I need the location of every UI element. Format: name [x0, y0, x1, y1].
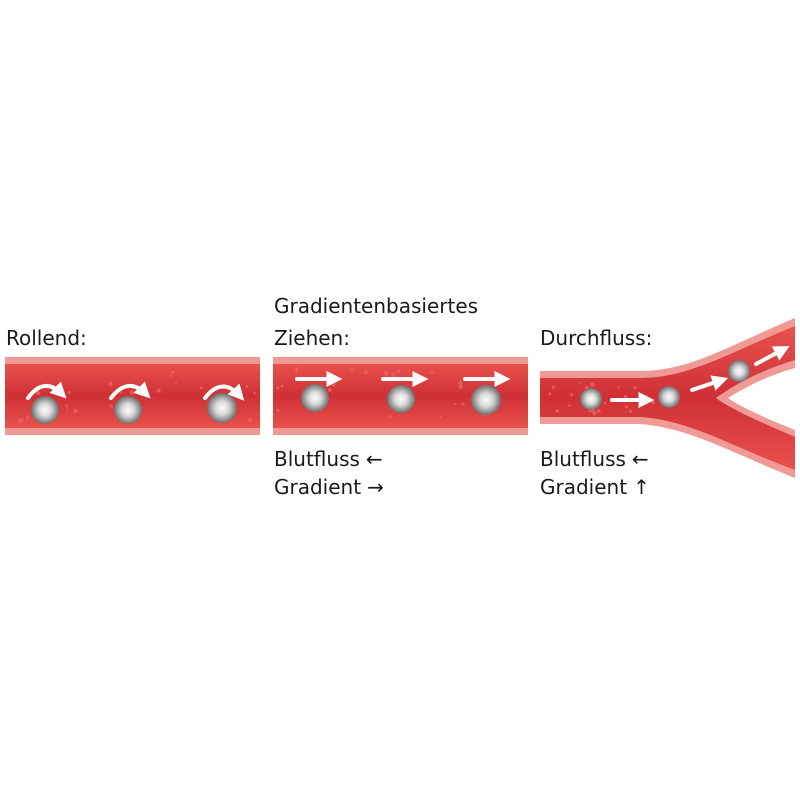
- blood-cell-dot: [119, 391, 122, 394]
- blood-cell-dot: [119, 372, 122, 374]
- blood-cell-dot: [129, 390, 134, 395]
- blood-cell-dot: [568, 404, 571, 408]
- blood-cell-dot: [388, 415, 392, 419]
- blood-cell-dot: [548, 392, 552, 396]
- curved-arrow-icon: [203, 383, 245, 401]
- legend-gradient-arrow: ↑: [633, 475, 650, 499]
- legend-gradient-row: Gradient↑: [540, 475, 650, 499]
- blood-cell-dot: [66, 408, 69, 411]
- blood-cell-dot: [331, 382, 336, 387]
- blood-cell-dot: [65, 404, 68, 407]
- blood-cell-dot: [454, 402, 457, 405]
- legend-gradient-row: Gradient→: [274, 475, 384, 499]
- curved-arrow-icon: [109, 381, 151, 400]
- legend-bloodflow-arrow: ←: [366, 447, 383, 471]
- blood-cell-dot: [294, 367, 299, 371]
- blood-cell-dot: [458, 384, 464, 390]
- blood-cell-dot: [617, 386, 620, 389]
- blood-cell-dot: [253, 391, 256, 395]
- blood-cell-dot: [391, 372, 396, 378]
- blood-cell-dot: [383, 370, 389, 376]
- blood-cell-dot: [499, 382, 501, 384]
- blood-cell-dot: [280, 384, 284, 388]
- particle: [207, 393, 237, 423]
- blood-cell-dot: [109, 404, 113, 408]
- panel-rolling: Rollend:: [5, 326, 260, 435]
- blood-cell-dot: [652, 402, 654, 405]
- blood-cell-dot: [170, 374, 173, 377]
- blood-cell-dot: [625, 405, 629, 409]
- legend-bloodflow-label: Blutfluss: [274, 447, 360, 471]
- legend-gradient-label: Gradient: [540, 475, 627, 499]
- legend-bloodflow-row: Blutfluss←: [540, 447, 649, 471]
- particle: [728, 360, 750, 382]
- blood-cell-dot: [597, 409, 601, 413]
- gradient-pull-title-line1: Gradientenbasiertes: [274, 294, 478, 318]
- legend-flow-through: Blutfluss← Gradient↑: [540, 447, 650, 499]
- blood-cell-dot: [35, 390, 41, 396]
- blood-cell-dot: [25, 415, 30, 419]
- blood-cell-dot: [245, 384, 249, 388]
- blood-cell-dot: [108, 381, 113, 386]
- blood-cell-dot: [633, 386, 637, 390]
- straight-arrows-flow-through: [610, 345, 790, 408]
- blood-cell-dot: [174, 382, 178, 385]
- blood-cell-dot: [396, 370, 400, 373]
- particle: [114, 396, 142, 424]
- blood-cell-dot: [170, 370, 174, 374]
- legend-gradient-arrow: →: [367, 475, 384, 499]
- blood-cell-dot: [628, 409, 633, 413]
- particle: [387, 385, 415, 413]
- blood-cell-dot: [590, 382, 595, 387]
- particle: [301, 384, 329, 412]
- blood-cell-dot: [199, 386, 203, 390]
- curved-arrow-icon: [26, 381, 67, 400]
- particles-flow-through: [580, 360, 750, 410]
- panel-gradient-pull: Gradientenbasiertes Ziehen: Blutfluss← G…: [273, 294, 528, 499]
- flow-through-title: Durchfluss:: [540, 326, 652, 350]
- blood-cell-dot: [276, 408, 280, 412]
- blood-cell-dot: [603, 401, 607, 405]
- blood-cell-dot: [623, 394, 628, 399]
- particle: [31, 396, 59, 424]
- blood-cell-dot: [430, 371, 434, 375]
- blood-cell-dot: [458, 380, 463, 386]
- legend-bloodflow-label: Blutfluss: [540, 447, 626, 471]
- blood-cell-dot: [439, 415, 443, 418]
- legend-bloodflow-row: Blutfluss←: [274, 447, 383, 471]
- arrow-up-right-icon: [754, 345, 790, 366]
- panel-flow-through: Durchfluss: Blutfluss← Gradient↑: [540, 318, 795, 499]
- blood-cell-dot: [555, 408, 560, 413]
- blood-cell-dot: [601, 391, 603, 393]
- legend-gradient-pull: Blutfluss← Gradient→: [274, 447, 384, 499]
- blood-cell-dot: [247, 417, 253, 423]
- blood-cell-dot: [350, 367, 354, 372]
- blood-cell-dot: [67, 391, 71, 395]
- particle: [471, 385, 501, 415]
- blood-cell-dot: [143, 385, 146, 388]
- legend-gradient-label: Gradient: [274, 475, 361, 499]
- legend-bloodflow-arrow: ←: [632, 447, 649, 471]
- gradient-pull-title-line2: Ziehen:: [274, 326, 350, 350]
- blood-cell-dot: [363, 370, 369, 375]
- blood-cell-dot: [461, 402, 465, 406]
- blood-cell-dot: [18, 418, 23, 423]
- blood-cell-dot: [276, 386, 280, 390]
- particles-gradient-pull: [301, 384, 501, 415]
- rolling-arrows: [26, 381, 245, 401]
- blood-cell-dot: [579, 382, 582, 384]
- blood-cells-gradient-pull: [276, 367, 501, 419]
- rolling-title: Rollend:: [6, 326, 87, 350]
- blood-cell-dot: [551, 385, 556, 389]
- blood-cell-dot: [295, 370, 298, 373]
- blood-cell-dot: [570, 393, 574, 397]
- particle: [658, 386, 680, 408]
- particle: [580, 388, 602, 410]
- blood-cell-dot: [156, 388, 161, 393]
- blood-cell-dot: [73, 408, 78, 414]
- blood-cell-dot: [26, 418, 30, 422]
- blood-cell-dot: [327, 388, 332, 392]
- arrow-up-right-icon: [690, 375, 729, 392]
